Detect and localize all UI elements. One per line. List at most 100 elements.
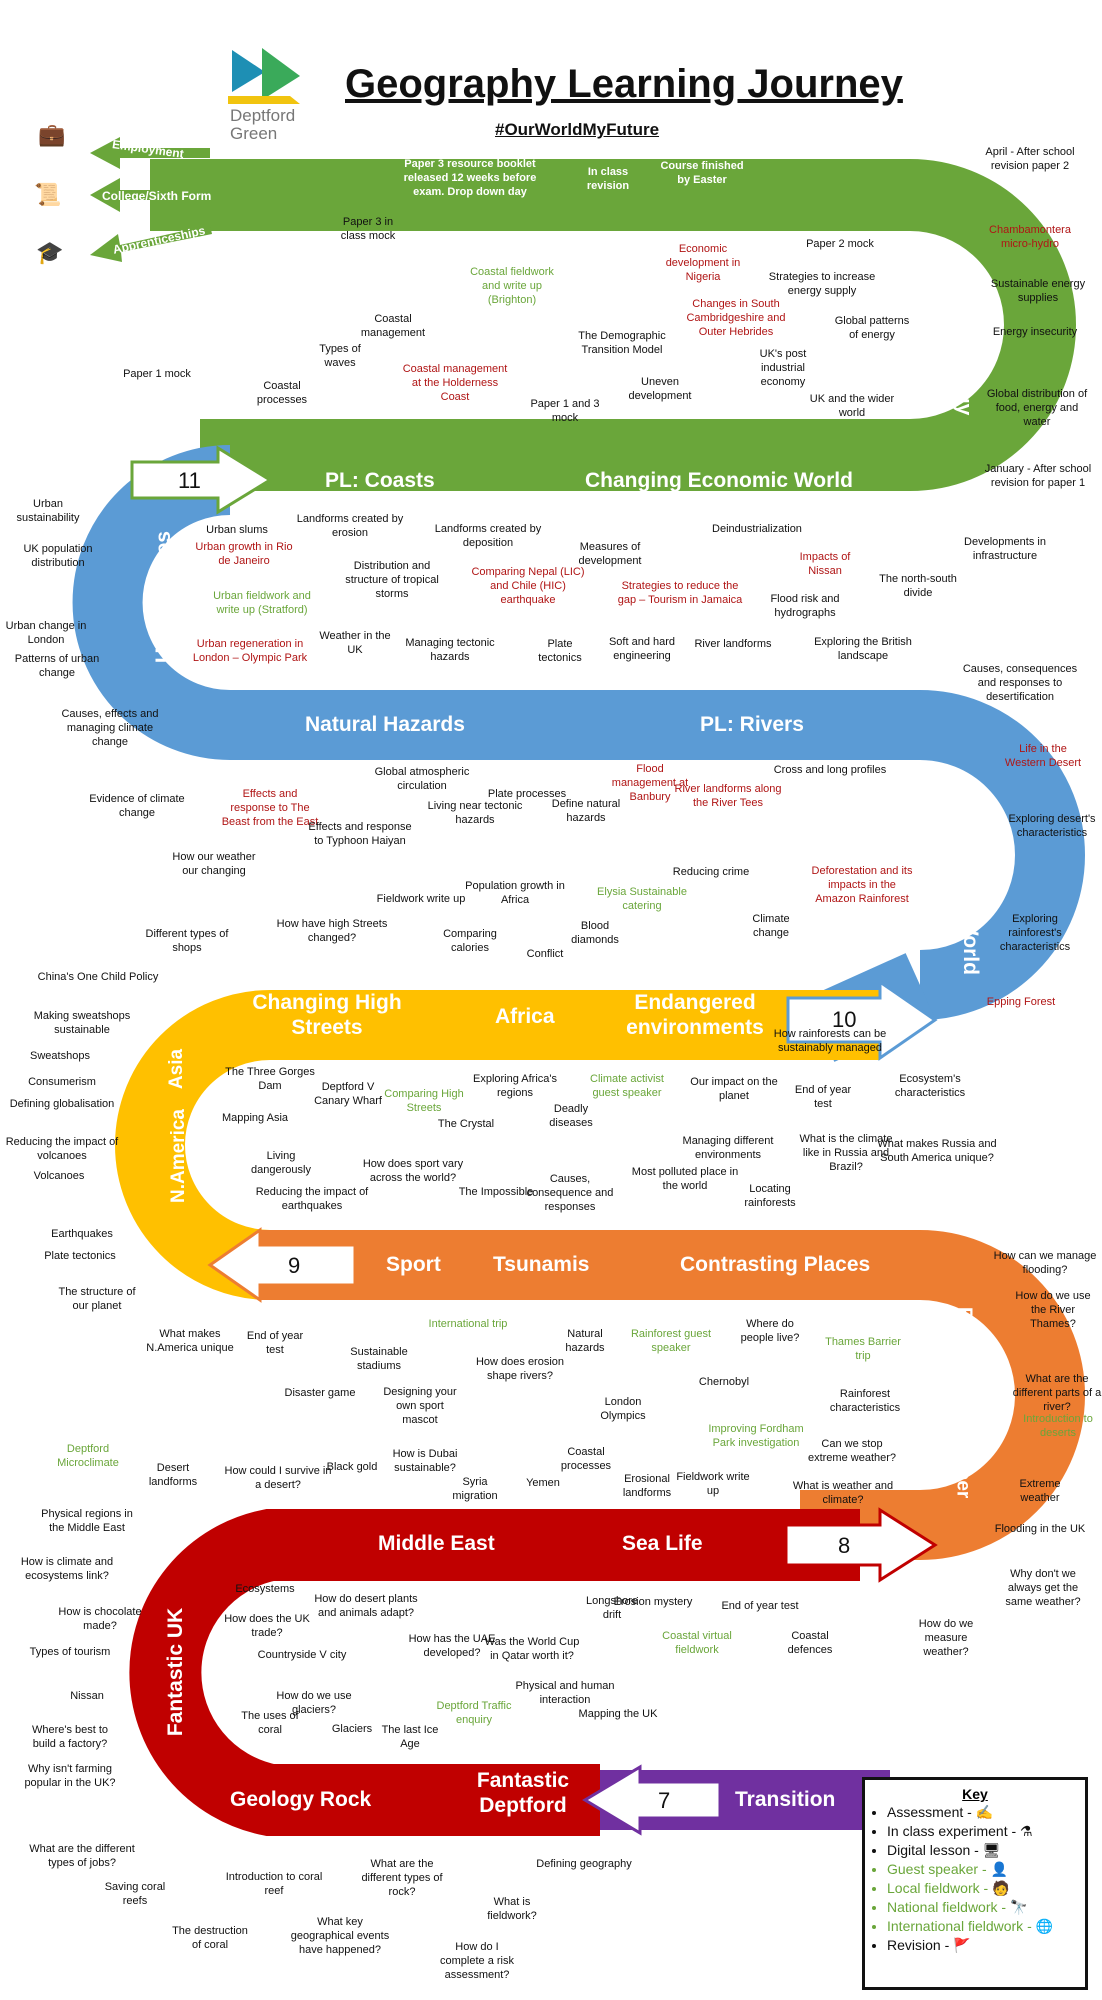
topic-label: Causes, consequences and responses to de… <box>962 663 1078 703</box>
band-contrasting-places: Contrasting Places <box>680 1253 871 1276</box>
topic-label: UK and the wider world <box>809 393 895 419</box>
topic-label: Designing your own sport mascot <box>383 1386 457 1426</box>
topic-label: Countryside V city <box>257 1649 347 1661</box>
topic-label: Mapping Asia <box>221 1112 289 1124</box>
certificate-icon: 📜 <box>34 182 62 207</box>
band-weather: Weather <box>952 1423 974 1499</box>
band-sport: Sport <box>386 1253 441 1276</box>
topic-label: Consumerism <box>28 1076 96 1088</box>
topic-label: Plate tectonics <box>538 638 582 664</box>
topic-label: Changes in South Cambridgeshire and Oute… <box>686 298 786 338</box>
band-urban-issues: Urban Issues <box>151 531 175 663</box>
year11-arrow <box>130 445 273 515</box>
key-legend: Key Assessment - ✍In class experiment - … <box>862 1777 1088 1990</box>
topic-label: Coastal processes <box>256 380 308 406</box>
road-year11-green <box>150 159 1076 491</box>
topic-label: How our weather our changing <box>172 851 256 877</box>
topic-label: The Three Gorges Dam <box>225 1066 315 1092</box>
topic-label: The Crystal <box>437 1118 495 1130</box>
key-item: Local fieldwork - 🧑 <box>887 1880 1085 1897</box>
key-item: Digital lesson - 🖥 <box>887 1842 1085 1859</box>
topic-label: Urban fieldwork and write up (Stratford) <box>213 590 311 616</box>
exit-arrow-employment <box>90 137 210 169</box>
topic-label: Distribution and structure of tropical s… <box>345 560 439 600</box>
topic-label: Global distribution of food, energy and … <box>986 388 1088 428</box>
key-symbol-icon: 🧑 <box>988 1880 1010 1896</box>
topic-label: Rainforest guest speaker <box>630 1328 712 1354</box>
exit-college: College/Sixth Form <box>102 189 212 203</box>
graduation-cap-icon: 🎓 <box>36 240 64 265</box>
topic-label: In class revision <box>586 166 630 192</box>
topic-label: Conflict <box>526 948 564 960</box>
topic-label: Deindustrialization <box>712 523 802 535</box>
topic-label: Causes, effects and managing climate cha… <box>61 708 159 748</box>
topic-label: Plate tectonics <box>44 1250 116 1262</box>
topic-label: What is weather and climate? <box>792 1480 894 1506</box>
topic-label: Glaciers <box>331 1723 373 1735</box>
topic-label: Coastal management <box>360 313 426 339</box>
topic-label: Flooding in the UK <box>994 1523 1086 1535</box>
topic-label: How do we use glaciers? <box>276 1690 352 1716</box>
topic-label: Exploring Africa's regions <box>472 1073 558 1099</box>
topic-label: Disaster game <box>284 1387 356 1399</box>
band-changing-high-streets: Changing High Streets <box>252 991 402 1040</box>
key-symbol-icon: 🖥 <box>978 1842 1001 1858</box>
topic-label: Ecosystem's characteristics <box>894 1073 966 1099</box>
key-item: Guest speaker - 👤 <box>887 1861 1085 1878</box>
topic-label: Coastal virtual fieldwork <box>662 1630 732 1656</box>
exit-arrow-college <box>90 178 210 212</box>
topic-label: Chambamontera micro-hydro <box>989 224 1071 250</box>
topic-label: Paper 2 mock <box>806 238 874 250</box>
topic-label: Erosional landforms <box>622 1473 672 1499</box>
topic-label: Our impact on the planet <box>690 1076 778 1102</box>
topic-label: How does sport vary across the world? <box>362 1158 464 1184</box>
topic-label: Sweatshops <box>30 1050 90 1062</box>
topic-label: Comparing Nepal (LIC) and Chile (HIC) ea… <box>471 566 585 606</box>
topic-label: Improving Fordham Park investigation <box>708 1423 804 1449</box>
year-10-number: 10 <box>832 1007 857 1032</box>
topic-label: Coastal fieldwork and write up (Brighton… <box>470 266 554 306</box>
road-year11-blue <box>72 445 1085 1020</box>
topic-label: How do we measure weather? <box>918 1618 974 1658</box>
band-fantastic-deptford: Fantastic Deptford <box>476 1769 570 1818</box>
topic-label: Living dangerously <box>251 1150 311 1176</box>
briefcase-icon: 💼 <box>38 122 66 147</box>
topic-label: Syria migration <box>452 1476 498 1502</box>
road-year10-yellow <box>115 990 880 1300</box>
topic-label: How can we manage flooding? <box>993 1250 1097 1276</box>
topic-label: River landforms <box>694 638 772 650</box>
topic-label: Introduction to coral reef <box>225 1871 323 1897</box>
topic-label: Climate change <box>752 913 790 939</box>
topic-label: Deptford Traffic enquiry <box>436 1700 512 1726</box>
topic-label: Defining geography <box>536 1858 632 1870</box>
topic-label: What are the different parts of a river? <box>1012 1373 1102 1413</box>
topic-label: Erosion mystery <box>613 1596 693 1608</box>
topic-label: Types of waves <box>319 343 361 369</box>
key-item: In class experiment - ⚗ <box>887 1823 1085 1840</box>
topic-label: How do desert plants and animals adapt? <box>314 1593 418 1619</box>
topic-label: Sustainable stadiums <box>350 1346 408 1372</box>
topic-label: Extreme weather <box>1019 1478 1061 1504</box>
topic-label: Effects and response to The Beast from t… <box>221 788 319 828</box>
topic-label: Managing different environments <box>682 1135 774 1161</box>
topic-label: Soft and hard engineering <box>608 636 676 662</box>
band-tsunamis: Tsunamis <box>493 1253 590 1276</box>
topic-label: Yemen <box>526 1477 560 1489</box>
band-transition: Transition <box>735 1788 836 1811</box>
topic-label: Landforms created by deposition <box>434 523 542 549</box>
topic-label: How does the UK trade? <box>224 1613 310 1639</box>
key-item: International fieldwork - 🌐 <box>887 1918 1085 1935</box>
topic-label: How is chocolate made? <box>58 1606 142 1632</box>
year-7-number: 7 <box>658 1788 671 1813</box>
topic-label: Saving coral reefs <box>104 1881 166 1907</box>
band-middle-east: Middle East <box>378 1532 495 1555</box>
topic-label: Paper 1 and 3 mock <box>530 398 600 424</box>
topic-label: Paper 1 mock <box>123 368 191 380</box>
hashtag: #OurWorldMyFuture <box>495 120 660 139</box>
topic-label: The north-south divide <box>879 573 957 599</box>
band-fantastic-uk: Fantastic UK <box>164 1607 188 1737</box>
topic-label: Plate processes <box>487 788 567 800</box>
topic-label: Blood diamonds <box>571 920 619 946</box>
